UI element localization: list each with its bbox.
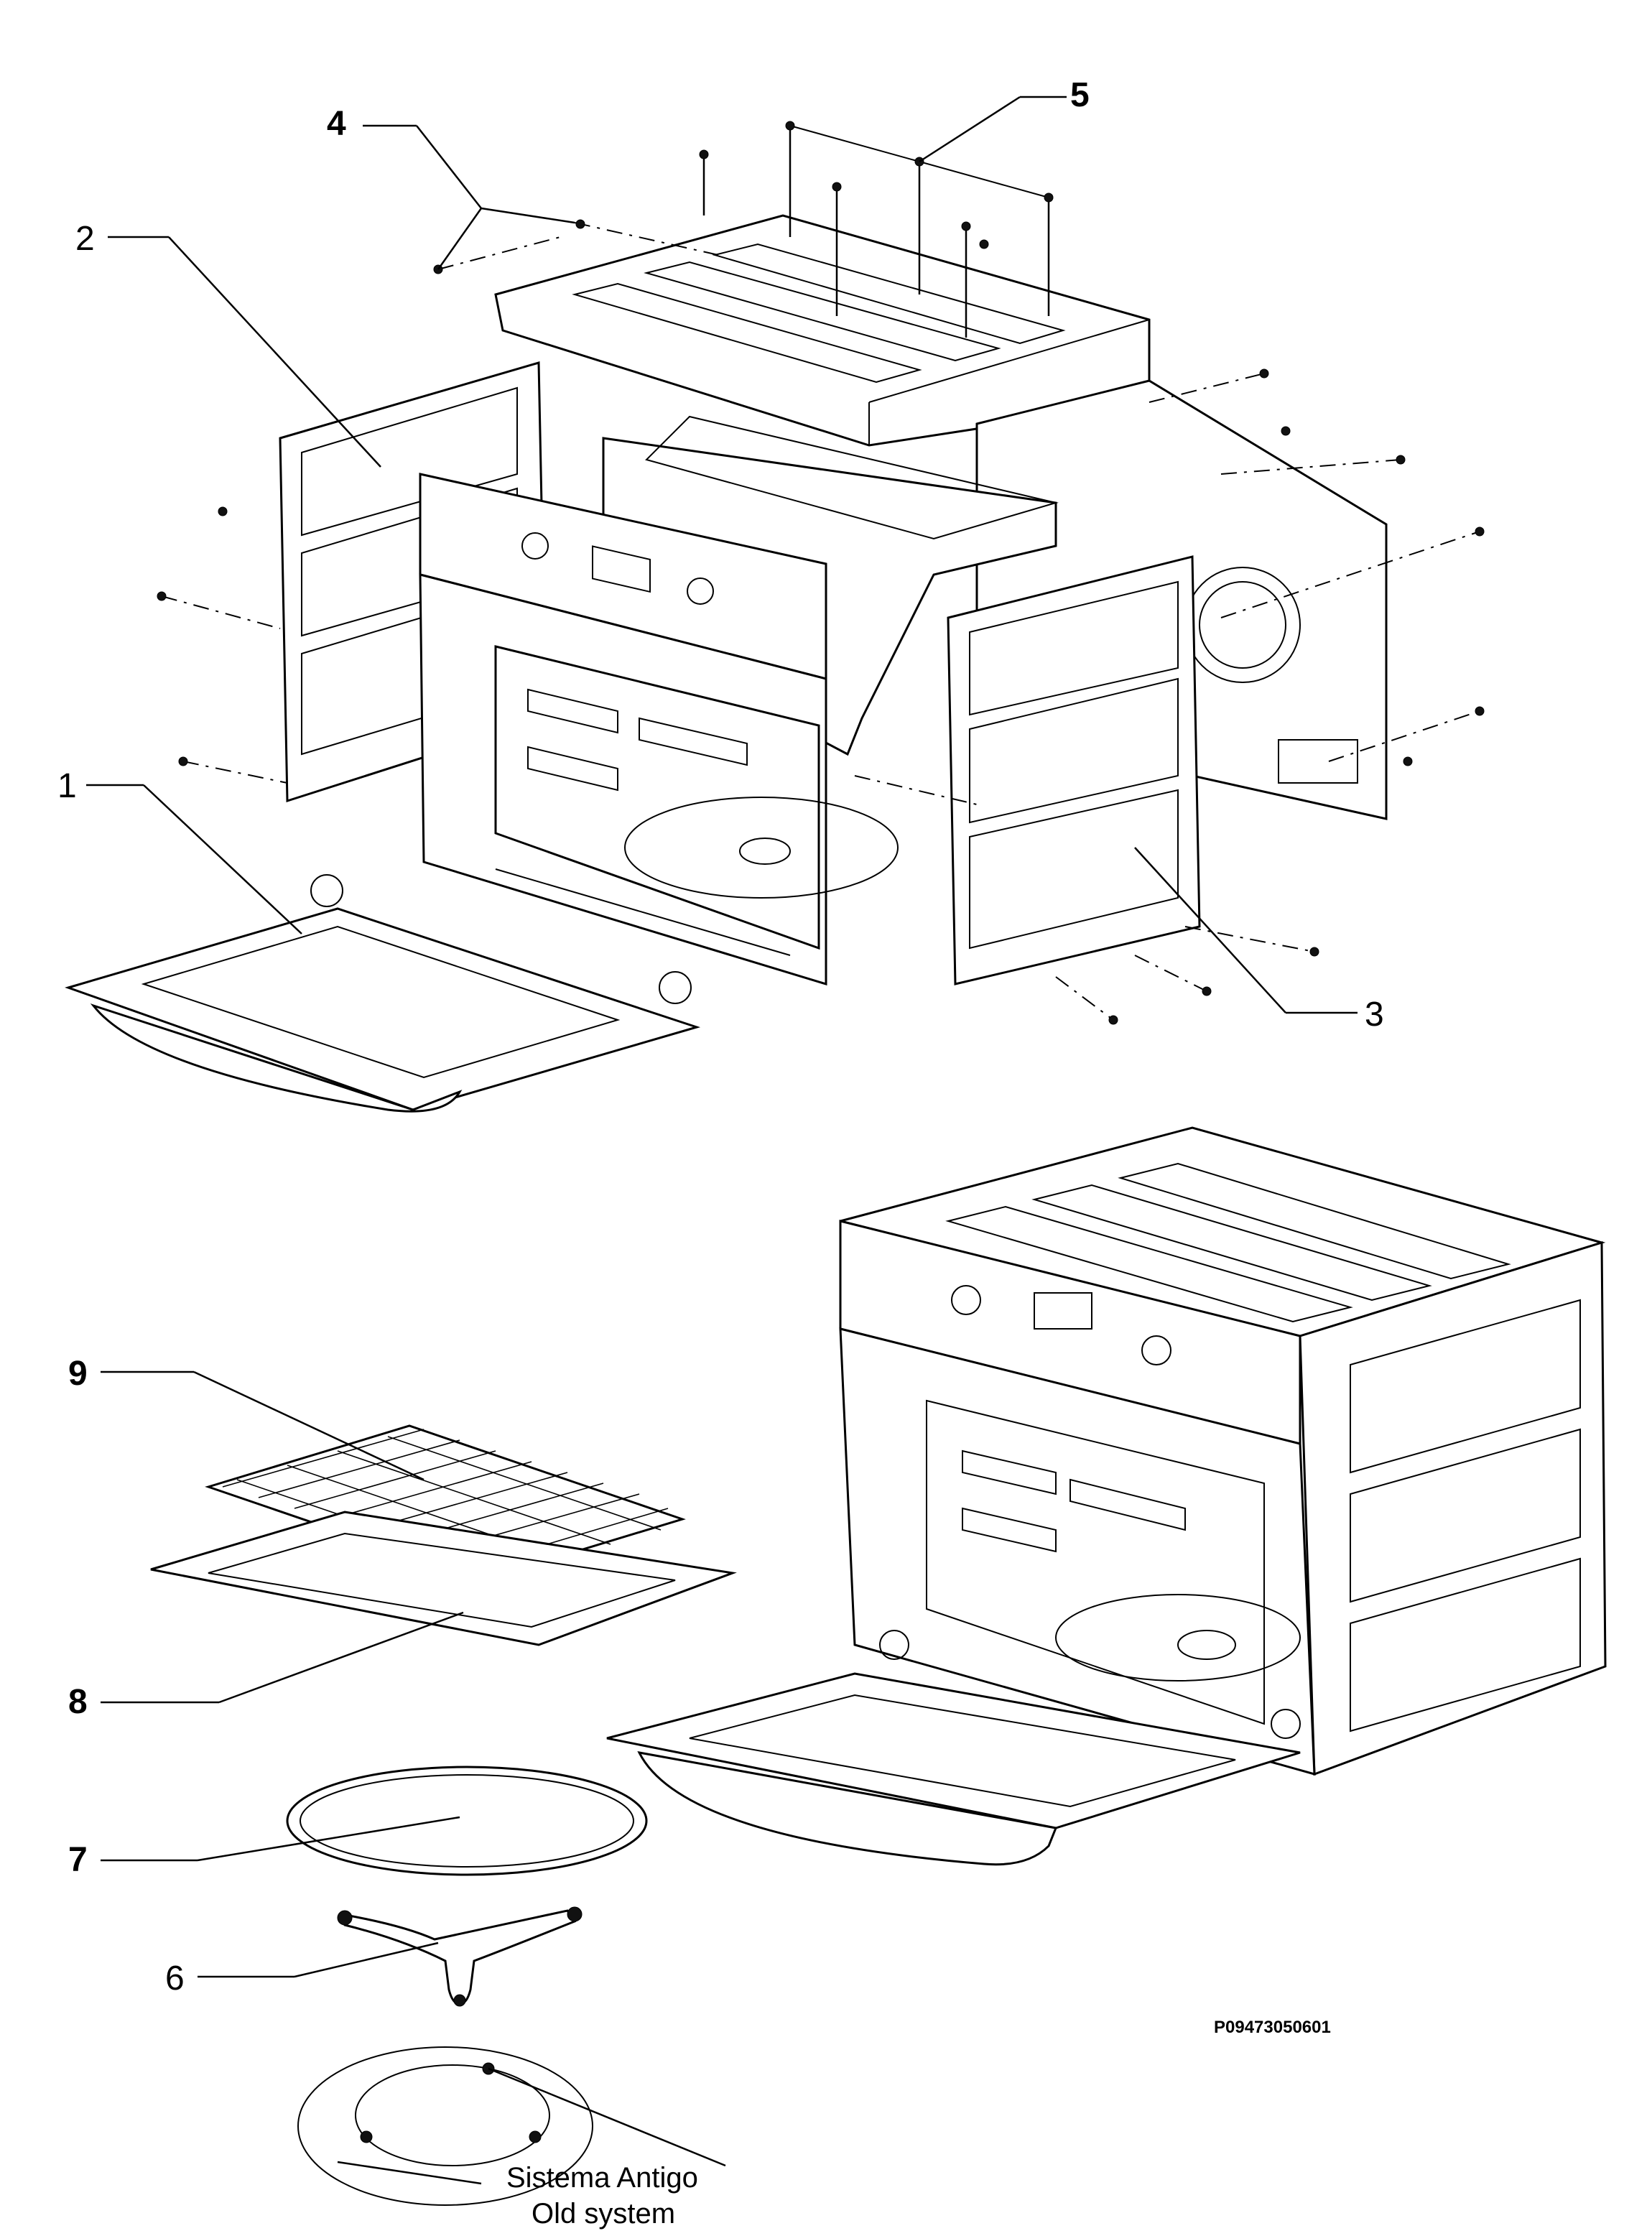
front-frame-assembly (419, 473, 899, 986)
callout-2-label: 2 (75, 220, 95, 258)
assembled-door-open (606, 1630, 1301, 1866)
callout-6-label: 6 (165, 1959, 185, 1998)
old-system-ring (297, 2046, 726, 2206)
callout-3: 3 (1134, 847, 1384, 1034)
callout-1: 1 (57, 767, 302, 934)
callout-7: 7 (68, 1816, 460, 1879)
old-system-label-pt: Sistema Antigo (506, 2162, 698, 2194)
baking-tray (150, 1511, 737, 1646)
top-cover-panel (494, 214, 1151, 447)
callout-2: 2 (75, 220, 381, 468)
turntable-roller-support (337, 1906, 583, 2007)
callout-4: 4 (327, 105, 575, 270)
turntable-glass-plate (286, 1766, 648, 1876)
callout-9-label: 9 (68, 1355, 88, 1393)
callout-6: 6 (165, 1942, 439, 1998)
callout-9: 9 (68, 1355, 424, 1481)
callout-8-label: 8 (68, 1683, 88, 1721)
callout-8: 8 (68, 1611, 464, 1721)
callout-3-label: 3 (1365, 996, 1384, 1034)
callout-5: 5 (919, 76, 1090, 163)
callout-5-label: 5 (1070, 76, 1090, 114)
callout-7-label: 7 (68, 1841, 88, 1879)
callout-4-label: 4 (327, 105, 346, 143)
callout-1-label: 1 (57, 767, 77, 805)
assembled-oven (839, 1126, 1607, 1776)
old-system-label-en: Old system (532, 2198, 675, 2230)
door-exploded (65, 874, 701, 1113)
drawing-code: P09473050601 (1214, 2018, 1331, 2037)
right-side-panel (854, 555, 1319, 1025)
